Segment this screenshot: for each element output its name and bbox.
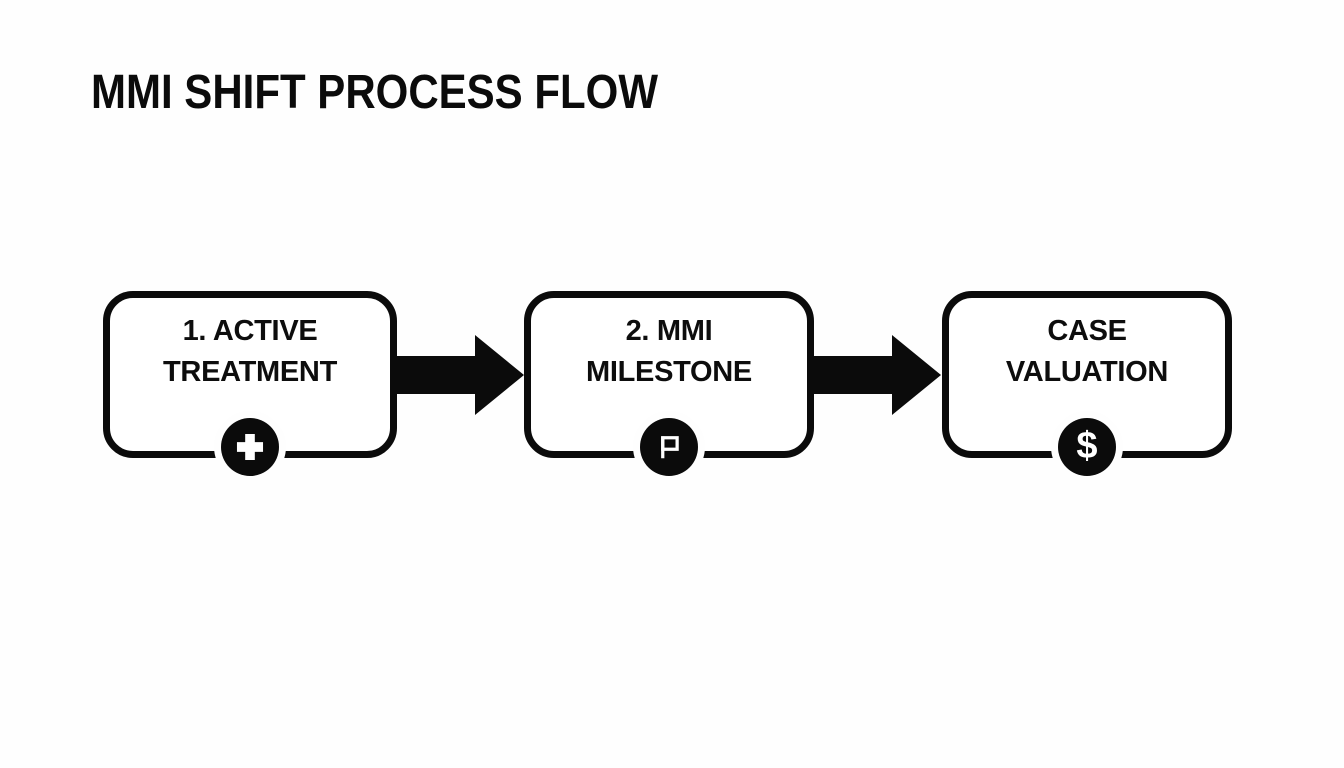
- page-title: MMI SHIFT PROCESS FLOW: [91, 66, 658, 119]
- plus-icon: [221, 418, 279, 476]
- arrow-right-icon: [814, 335, 941, 415]
- step-label: 1. ACTIVE TREATMENT: [163, 315, 337, 388]
- arrow-right-icon: [397, 335, 524, 415]
- step-box-case-valuation: CASE VALUATION: [942, 291, 1232, 458]
- flag-icon: [640, 418, 698, 476]
- dollar-glyph: $: [1076, 425, 1098, 467]
- dollar-icon: $: [1058, 418, 1116, 476]
- step-label: 2. MMI MILESTONE: [586, 315, 752, 388]
- step-label: CASE VALUATION: [1005, 315, 1169, 388]
